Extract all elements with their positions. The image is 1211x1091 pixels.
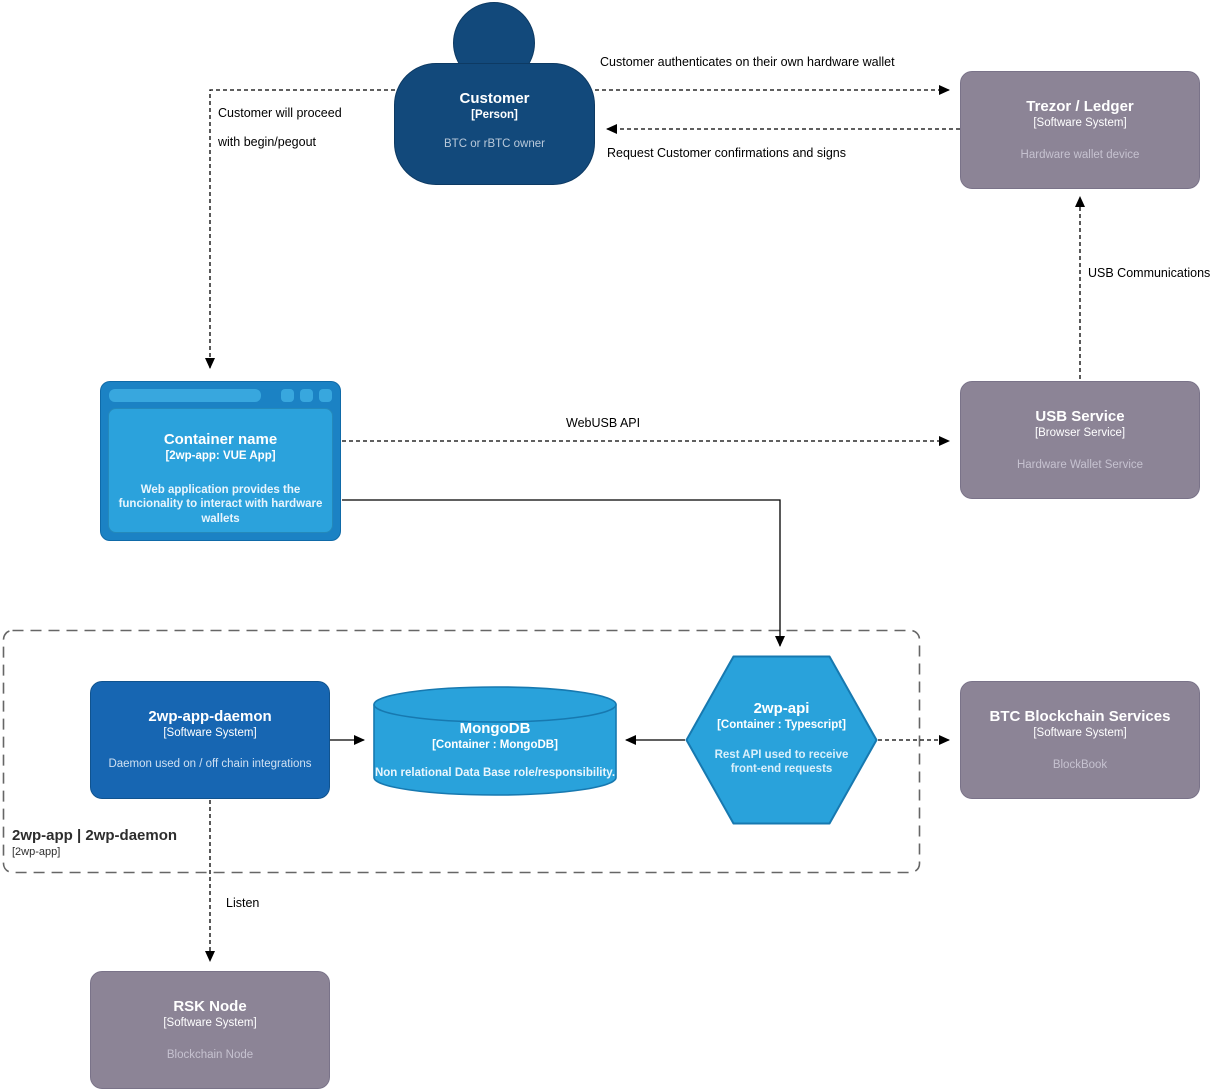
node-description: Hardware wallet device [1020, 148, 1140, 161]
node-description: Rest API used to receive front-end reque… [714, 748, 849, 776]
cylinder-shape-icon [373, 686, 617, 796]
node-subtitle: [Person] [471, 109, 518, 121]
edge-label-confirmations: Request Customer confirmations and signs [607, 146, 847, 160]
node-title: Container name [163, 431, 278, 448]
edge-label-authenticates: Customer authenticates on their own hard… [600, 55, 895, 69]
edge-label-webusb-api: WebUSB API [566, 416, 641, 430]
node-subtitle: [Container : Typescript] [717, 719, 846, 731]
node-description: Web application provides the funcionalit… [118, 483, 323, 526]
node-title: MongoDB [459, 720, 531, 737]
node-subtitle: [2wp-app: VUE App] [165, 450, 276, 462]
node-mongodb[interactable]: MongoDB [Container : MongoDB] Non relati… [373, 686, 617, 796]
node-description: Blockchain Node [166, 1048, 254, 1061]
node-2wp-app-daemon[interactable]: 2wp-app-daemon [Software System] Daemon … [90, 681, 330, 799]
node-subtitle: [Software System] [1033, 117, 1127, 129]
node-title: USB Service [1035, 408, 1125, 425]
node-description: Hardware Wallet Service [1016, 458, 1144, 471]
node-subtitle: [Software System] [163, 727, 257, 739]
node-btc-blockchain-services[interactable]: BTC Blockchain Services [Software System… [960, 681, 1200, 799]
node-description: BlockBook [1052, 758, 1108, 771]
node-usb-service[interactable]: USB Service [Browser Service] Hardware W… [960, 381, 1200, 499]
edge-customer-container [205, 89, 395, 369]
edge-label-proceed-line1: Customer will proceed [218, 106, 342, 120]
edge-container-api [342, 499, 785, 647]
node-2wp-api[interactable]: 2wp-api [Container : Typescript] Rest AP… [685, 655, 878, 825]
browser-address-bar [109, 389, 261, 402]
node-description: Non relational Data Base role/responsibi… [374, 766, 616, 779]
node-title: RSK Node [173, 998, 247, 1015]
node-title: 2wp-app-daemon [148, 708, 272, 725]
edge-label-listen: Listen [226, 896, 260, 910]
node-title: BTC Blockchain Services [989, 708, 1171, 725]
node-trezor-ledger[interactable]: Trezor / Ledger [Software System] Hardwa… [960, 71, 1200, 189]
edge-label-usb-communications: USB Communications [1088, 266, 1211, 280]
browser-content: Container name [2wp-app: VUE App] Web ap… [108, 408, 333, 533]
node-description: BTC or rBTC owner [444, 137, 545, 150]
node-title: 2wp-api [753, 700, 810, 717]
browser-button-icon [281, 389, 294, 402]
browser-button-icon [300, 389, 313, 402]
boundary-title: 2wp-app | 2wp-daemon [12, 827, 178, 844]
node-subtitle: [Software System] [163, 1017, 257, 1029]
node-subtitle: [Container : MongoDB] [432, 739, 558, 751]
node-title: Customer [459, 90, 530, 107]
node-title: Trezor / Ledger [1026, 98, 1134, 115]
node-subtitle: [Browser Service] [1034, 427, 1126, 439]
boundary-subtitle: [2wp-app] [12, 846, 61, 858]
node-subtitle: [Software System] [1033, 727, 1127, 739]
edge-label-proceed-line2: with begin/pegout [218, 135, 316, 149]
node-container-vue-app[interactable]: Container name [2wp-app: VUE App] Web ap… [100, 381, 341, 541]
node-description: Daemon used on / off chain integrations [108, 757, 312, 770]
node-customer[interactable]: Customer [Person] BTC or rBTC owner [394, 63, 595, 185]
node-rsk-node[interactable]: RSK Node [Software System] Blockchain No… [90, 971, 330, 1089]
boundary-label: 2wp-app | 2wp-daemon [2wp-app] [12, 827, 177, 858]
browser-button-icon [319, 389, 332, 402]
hexagon-shape-icon [685, 655, 878, 825]
